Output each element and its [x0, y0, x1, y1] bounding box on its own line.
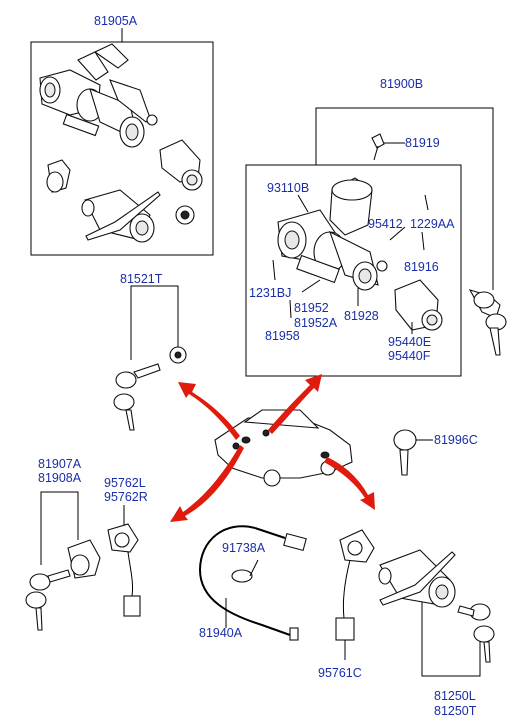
label-1229AA: 1229AA — [410, 217, 455, 231]
label-81928: 81928 — [344, 309, 379, 323]
label-81952: 81952 — [294, 301, 329, 315]
car-illustration — [214, 409, 353, 487]
assembly-81905A — [30, 28, 214, 256]
label-81952A: 81952A — [294, 316, 338, 330]
label-81919: 81919 — [405, 136, 440, 150]
label-91738A: 91738A — [222, 541, 266, 555]
label-95762L: 95762L — [104, 476, 146, 490]
label-95762R: 95762R — [104, 490, 148, 504]
label-81916: 81916 — [404, 260, 439, 274]
label-81940A: 81940A — [199, 626, 243, 640]
label-95412: 95412 — [368, 217, 403, 231]
label-81250L: 81250L — [434, 689, 476, 703]
label-95440E: 95440E — [388, 335, 431, 349]
assembly-81521T — [113, 285, 187, 431]
label-81250T: 81250T — [434, 704, 477, 718]
assembly-81250 — [378, 549, 495, 677]
cable-81940A — [198, 525, 307, 641]
label-81905A: 81905A — [94, 14, 138, 28]
label-81958: 81958 — [265, 329, 300, 343]
label-81996C: 81996C — [434, 433, 478, 447]
key-81996C — [393, 429, 433, 476]
assembly-81900B — [245, 107, 507, 377]
label-81907A: 81907A — [38, 457, 82, 471]
assembly-81907A — [25, 491, 101, 631]
switch-95761C — [335, 529, 375, 660]
label-81521T: 81521T — [120, 272, 163, 286]
switch-95762 — [107, 505, 141, 617]
label-1231BJ: 1231BJ — [249, 286, 291, 300]
label-95761C: 95761C — [318, 666, 362, 680]
label-81908A: 81908A — [38, 471, 82, 485]
label-93110B: 93110B — [267, 181, 309, 195]
label-95440F: 95440F — [388, 349, 431, 363]
red-arrows — [170, 374, 375, 522]
label-81900B: 81900B — [380, 77, 423, 91]
